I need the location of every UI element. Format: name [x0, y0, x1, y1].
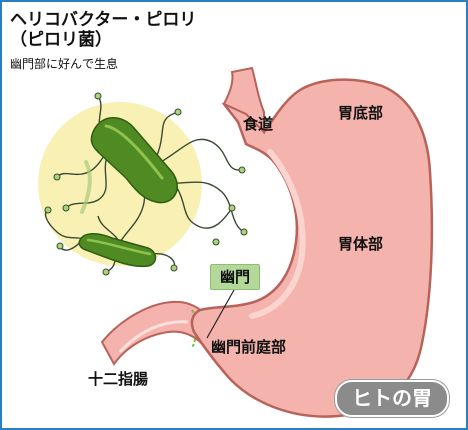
title-line-1: ヘリコバクター・ピロリ	[10, 12, 196, 29]
stomach-shape	[192, 80, 432, 417]
human-stomach-badge: ヒトの胃	[335, 380, 449, 417]
label-esophagus: 食道	[243, 117, 273, 132]
label-pylorus: 幽門	[210, 264, 260, 290]
label-antrum: 幽門前庭部	[211, 340, 286, 355]
label-stomach-body: 胃体部	[338, 237, 383, 252]
label-fundus: 胃底部	[338, 106, 383, 121]
title-line-2: （ピロリ菌）	[10, 32, 112, 49]
caption: 幽門部に好んで生息	[10, 58, 118, 70]
label-duodenum: 十二指腸	[88, 372, 148, 387]
